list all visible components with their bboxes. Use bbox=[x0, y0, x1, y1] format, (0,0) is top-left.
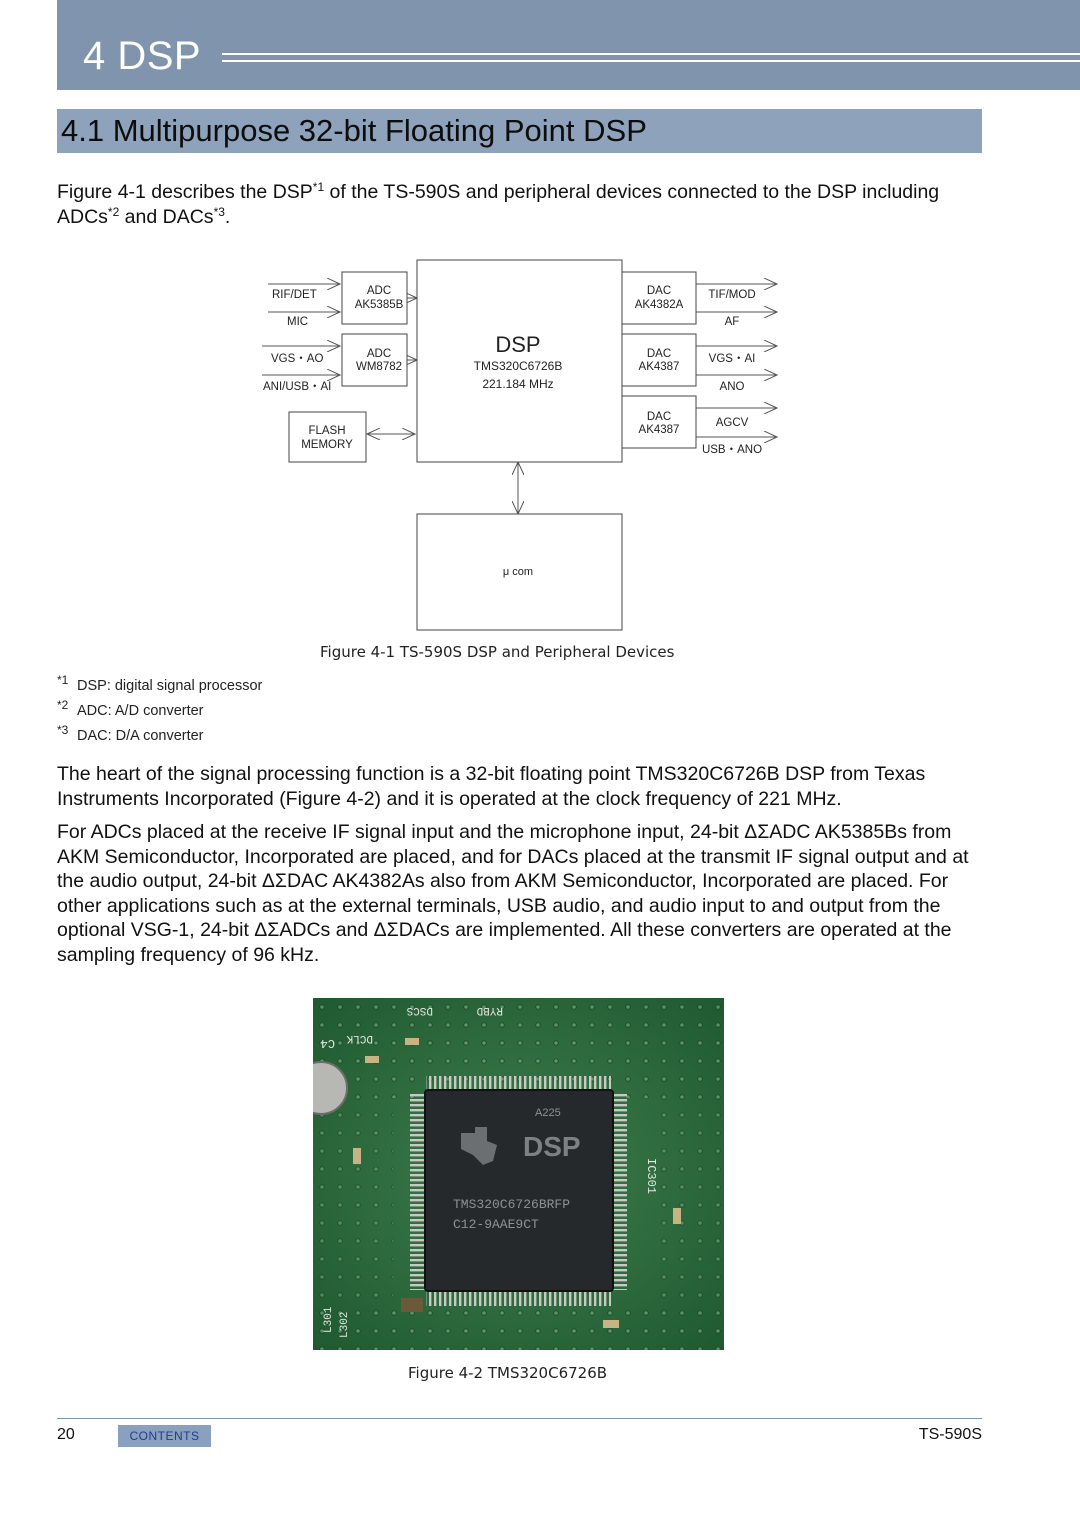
figure-caption: Figure 4-1 TS-590S DSP and Peripheral De… bbox=[320, 643, 675, 661]
footnote-text: DSP: digital signal processor bbox=[77, 678, 263, 694]
dsp-block-diagram: RIF/DET MIC VGS・AO ANI/USB・AI ADC AK5385… bbox=[262, 259, 790, 631]
dsp-block bbox=[416, 259, 623, 463]
dac-label: DAC bbox=[647, 411, 671, 423]
dac-block bbox=[621, 395, 697, 449]
signal-label: VGS・AI bbox=[709, 353, 756, 365]
mcu-label: μ com bbox=[503, 566, 533, 578]
adc-block bbox=[341, 333, 408, 387]
footer-rule bbox=[57, 1418, 982, 1419]
footnote-text: ADC: A/D converter bbox=[77, 703, 204, 719]
chapter-rule bbox=[222, 53, 1080, 55]
signal-label: AGCV bbox=[716, 417, 749, 429]
signal-label: ANO bbox=[720, 381, 745, 393]
silkscreen-label: DSCS bbox=[406, 1004, 433, 1016]
signal-label: USB・ANO bbox=[702, 444, 762, 456]
dsp-part: TMS320C6726B bbox=[474, 359, 563, 373]
figure-caption: Figure 4-2 TMS320C6726B bbox=[408, 1364, 608, 1382]
chip-marking: C12-9AAE9CT bbox=[453, 1217, 539, 1232]
footnote-ref: *3 bbox=[213, 204, 225, 219]
flash-label: FLASH bbox=[308, 425, 345, 437]
footnote-text: DAC: D/A converter bbox=[77, 728, 204, 744]
intro-text: and DACs bbox=[119, 205, 214, 228]
intro-text: . bbox=[224, 205, 231, 228]
signal-label: VGS・AO bbox=[271, 353, 323, 365]
intro-text: Figure 4-1 describes the DSP bbox=[57, 181, 313, 203]
signal-label: RIF/DET bbox=[272, 289, 317, 301]
adc-part: AK5385B bbox=[355, 299, 404, 311]
silkscreen-label: IC301 bbox=[644, 1158, 658, 1194]
chapter-banner bbox=[57, 0, 1080, 90]
footnote-mark: *2 bbox=[57, 698, 69, 712]
body-paragraph: For ADCs placed at the receive IF signal… bbox=[57, 821, 969, 966]
footnote-ref: *2 bbox=[107, 204, 120, 219]
contents-button[interactable]: CONTENTS bbox=[118, 1425, 211, 1447]
dac-part: AK4387 bbox=[639, 424, 680, 436]
adc-label: ADC bbox=[367, 285, 391, 297]
dac-block bbox=[621, 271, 697, 325]
chip-marking: A225 bbox=[535, 1107, 561, 1119]
intro-text: of the TS-590S and peripheral devices co… bbox=[57, 181, 940, 228]
dsp-chip-photo: A225 DSP TMS320C6726BRFP C12-9AAE9CT IC3… bbox=[313, 998, 724, 1350]
adc-part: WM8782 bbox=[356, 361, 402, 373]
signal-label: MIC bbox=[287, 316, 308, 328]
signal-label: AF bbox=[725, 316, 740, 328]
footnote-mark: *3 bbox=[57, 723, 69, 737]
silkscreen-label: L302 bbox=[339, 1312, 351, 1338]
silkscreen-label: RYBD bbox=[476, 1004, 503, 1016]
flash-label: MEMORY bbox=[301, 439, 353, 451]
section-title: 4.1 Multipurpose 32-bit Floating Point D… bbox=[61, 113, 647, 148]
silkscreen-label: L301 bbox=[323, 1306, 335, 1333]
signal-label: ANI/USB・AI bbox=[263, 381, 331, 393]
dac-label: DAC bbox=[647, 285, 671, 297]
dac-label: DAC bbox=[647, 348, 671, 360]
silkscreen-label: C4 bbox=[321, 1036, 335, 1050]
adc-label: ADC bbox=[367, 348, 391, 360]
dsp-label: DSP bbox=[495, 332, 540, 357]
footnote-mark: *1 bbox=[57, 673, 69, 687]
adc-block bbox=[341, 271, 408, 325]
dac-part: AK4382A bbox=[635, 299, 684, 311]
intro-paragraph: Figure 4-1 describes the DSP*1 of the TS… bbox=[57, 180, 982, 229]
chapter-title: 4 DSP bbox=[83, 34, 202, 78]
chapter-rule bbox=[222, 60, 1080, 62]
flash-memory-block bbox=[288, 411, 367, 463]
silkscreen-label: DCLK bbox=[346, 1032, 373, 1044]
dsp-clock: 221.184 MHz bbox=[482, 377, 553, 391]
model-name: TS-590S bbox=[918, 1426, 982, 1443]
signal-label: TIF/MOD bbox=[708, 289, 755, 301]
dac-block bbox=[621, 333, 697, 387]
chip-logo: DSP bbox=[523, 1131, 581, 1162]
footnote-ref: *1 bbox=[312, 180, 325, 194]
mcu-block bbox=[416, 513, 623, 631]
page-number: 20 bbox=[57, 1426, 75, 1443]
section-banner bbox=[57, 109, 982, 153]
chip-marking: TMS320C6726BRFP bbox=[453, 1197, 570, 1212]
body-paragraph: The heart of the signal processing funct… bbox=[57, 763, 926, 810]
dac-part: AK4387 bbox=[639, 361, 680, 373]
